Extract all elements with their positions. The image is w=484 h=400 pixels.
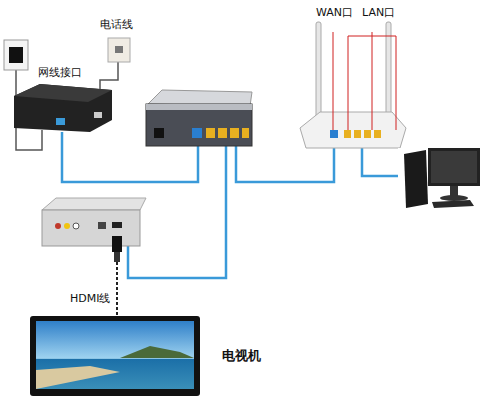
leader-line-part	[333, 32, 334, 130]
computer-part	[440, 195, 468, 201]
wireless-router-part	[364, 130, 371, 138]
television	[30, 316, 200, 396]
wireless-router-part	[316, 22, 321, 118]
modem	[14, 84, 112, 132]
network-cable-part	[236, 146, 334, 182]
leader-line-part	[348, 36, 349, 130]
wireless-router-part	[374, 130, 381, 138]
computer-part	[432, 200, 474, 208]
device-label: 电视机	[222, 348, 261, 364]
switch-part	[242, 128, 249, 138]
set-top-box-part	[55, 223, 61, 229]
switch-part	[154, 128, 164, 138]
hdmi-cable-part	[116, 262, 118, 318]
computer-part	[431, 151, 477, 183]
switch	[146, 90, 252, 146]
wireless-router-part	[344, 130, 351, 138]
set-top-box-part	[98, 222, 106, 229]
wireless-router-part	[354, 130, 361, 138]
switch-part	[206, 128, 215, 138]
wireless-router-part	[300, 112, 406, 148]
computer	[398, 148, 484, 212]
television-part	[120, 346, 194, 358]
wireless-router	[300, 22, 406, 148]
modem-part	[14, 84, 112, 132]
modem-part	[56, 118, 65, 125]
device-label: 网线接口	[38, 66, 82, 79]
switch-part	[230, 128, 239, 138]
hdmi-cable	[112, 236, 122, 318]
power-outlet-part	[4, 40, 28, 70]
hdmi-cable-part	[112, 236, 122, 252]
set-top-box-part	[42, 210, 140, 246]
phone-jack-part	[115, 46, 123, 53]
device-label: HDMI线	[70, 292, 110, 305]
television-part	[36, 321, 194, 389]
set-top-box-part	[42, 198, 146, 210]
device-label: LAN口	[362, 6, 395, 19]
set-top-box	[42, 198, 146, 246]
set-top-box-part	[64, 223, 70, 229]
set-top-box-part	[112, 222, 122, 228]
television-part	[30, 316, 200, 396]
phone-jack-part	[108, 38, 130, 62]
power-outlet	[4, 40, 28, 70]
wireless-router-part	[330, 130, 338, 138]
leader-line-part	[348, 36, 396, 37]
computer-part	[428, 148, 480, 186]
switch-part	[192, 128, 202, 138]
switch-part	[146, 104, 252, 146]
computer-part	[450, 186, 458, 196]
hdmi-cable-part	[114, 252, 120, 262]
modem-part	[94, 112, 102, 118]
network-cable-part	[128, 146, 226, 278]
modem-part	[14, 84, 112, 102]
set-top-box-part	[73, 223, 79, 229]
device-label: WAN口	[316, 6, 353, 19]
computer-part	[404, 150, 428, 208]
leader-line	[333, 32, 396, 130]
leader-line-part	[372, 32, 373, 130]
switch-part	[146, 104, 252, 110]
leader-line-part	[396, 36, 397, 130]
device-label: 电话线	[100, 18, 133, 31]
television-part	[36, 366, 120, 389]
phone-jack	[108, 38, 130, 62]
switch-part	[218, 128, 227, 138]
power-outlet-part	[9, 47, 23, 63]
computer-part	[398, 148, 484, 212]
